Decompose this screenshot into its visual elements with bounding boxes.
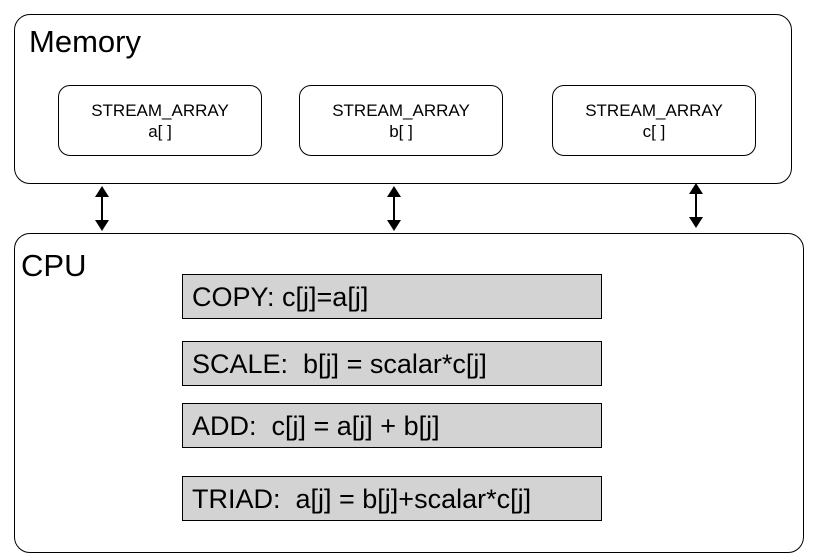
- stream-array-b: STREAM_ARRAY b[ ]: [299, 85, 503, 156]
- arrow-memory-cpu-b: [387, 186, 401, 231]
- stream-array-c-label: c[ ]: [642, 121, 666, 141]
- stream-array-b-label: b[ ]: [389, 121, 413, 141]
- copy-operation: COPY: c[j]=a[j]: [182, 274, 602, 319]
- stream-array-c-name: STREAM_ARRAY: [585, 100, 723, 120]
- memory-title: Memory: [29, 24, 141, 59]
- arrow-memory-cpu-c: [689, 183, 703, 228]
- stream-array-b-name: STREAM_ARRAY: [332, 100, 470, 120]
- cpu-block: CPU COPY: c[j]=a[j] SCALE: b[j] = scalar…: [14, 233, 804, 553]
- memory-block: Memory STREAM_ARRAY a[ ] STREAM_ARRAY b[…: [14, 14, 792, 184]
- stream-array-a-name: STREAM_ARRAY: [91, 100, 229, 120]
- add-operation: ADD: c[j] = a[j] + b[j]: [182, 403, 602, 448]
- stream-array-a-label: a[ ]: [148, 121, 172, 141]
- arrow-memory-cpu-a: [95, 186, 109, 231]
- triad-operation: TRIAD: a[j] = b[j]+scalar*c[j]: [182, 476, 602, 521]
- scale-operation: SCALE: b[j] = scalar*c[j]: [182, 341, 602, 386]
- cpu-title: CPU: [21, 248, 87, 283]
- stream-array-a: STREAM_ARRAY a[ ]: [58, 85, 262, 156]
- bidirectional-arrows: [95, 183, 703, 231]
- stream-array-c: STREAM_ARRAY c[ ]: [552, 85, 756, 156]
